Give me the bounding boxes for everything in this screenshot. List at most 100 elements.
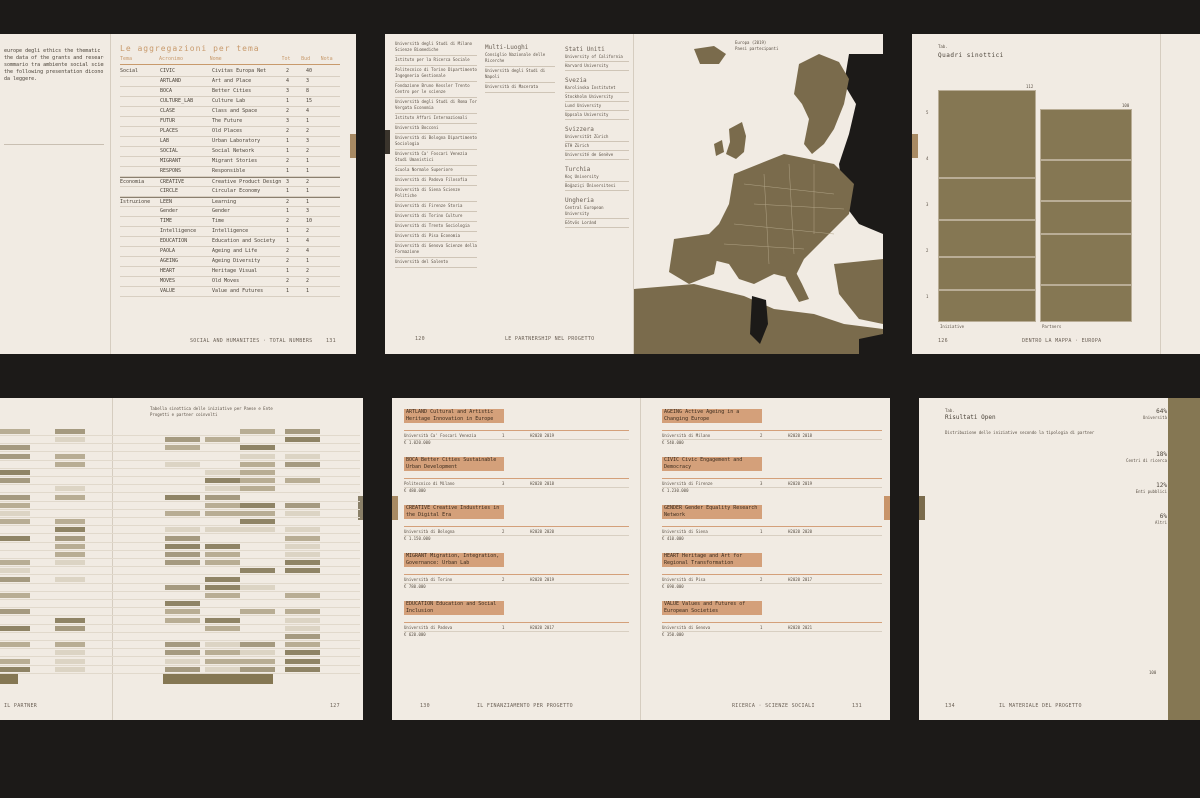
project-block: MIGRANT Migration, Integration, Governan… [404, 552, 629, 590]
budget-cell: 1 [306, 288, 310, 294]
partner-entry: Eötvös Loránd [565, 219, 629, 228]
bar-segment [938, 257, 1036, 290]
heat-table [0, 428, 360, 688]
heat-cell [205, 494, 240, 500]
name-cell: Culture Lab [212, 98, 246, 104]
stat-value: 12% [1156, 482, 1167, 489]
budget-cell: 2 [306, 278, 310, 284]
project-title: GENDER Gender Equality Research Network [662, 505, 762, 519]
header-cell: Tot [281, 56, 291, 62]
heat-cell [285, 634, 320, 639]
budget-cell: 15 [306, 98, 313, 104]
bar-segment [938, 219, 1036, 258]
row-rule [0, 599, 360, 600]
project-title: EDUCATION Education and Social Inclusion [404, 601, 504, 615]
heat-cell [285, 437, 320, 443]
spread-tabella-sinottica: Tabella sinottica delle iniziative per P… [0, 398, 363, 720]
row-rule [0, 500, 360, 502]
heat-cell [285, 625, 320, 631]
heat-cell [0, 642, 30, 648]
heat-cell [285, 453, 320, 459]
iberia [669, 234, 719, 284]
partner-entry: Università Ca' Foscari Venezia Studi Uma… [395, 150, 477, 166]
name-cell: Time [212, 218, 225, 224]
project-num: 2 [502, 577, 505, 582]
row-rule [0, 631, 360, 633]
heat-cell [0, 576, 30, 582]
heat-cell [205, 584, 240, 590]
budget-cell: 1 [306, 118, 310, 124]
count-cell: 1 [286, 138, 290, 144]
project-partner: Università di Pisa [662, 577, 706, 582]
acronym-cell: SOCIAL [160, 148, 179, 154]
heat-cell [205, 552, 240, 557]
left-entries: Università degli Studi di Milano Scienze… [395, 40, 477, 268]
acronym-cell: CREATIVE [160, 178, 185, 185]
budget-cell: 4 [306, 238, 310, 244]
heat-cell [285, 609, 320, 615]
heat-cell [205, 658, 240, 664]
project-num: 1 [760, 529, 763, 534]
heat-cell [240, 568, 275, 574]
turkey-dark [859, 334, 883, 354]
row-rule [0, 664, 360, 666]
name-cell: Circular Economy [212, 188, 261, 194]
project-ref: H2020 2020 [788, 529, 813, 534]
right-folio: 127 [330, 703, 340, 709]
count-cell: 1 [286, 168, 290, 174]
heat-cell [55, 461, 85, 467]
bar-segment [938, 90, 1036, 179]
name-cell: Class and Space [212, 108, 258, 114]
heat-cell [285, 552, 320, 557]
partner-entry: Università di Padova Filosofia [395, 176, 477, 186]
heat-cell [55, 494, 85, 500]
project-num: 3 [760, 481, 763, 486]
heat-cell [0, 519, 30, 525]
scandinavia [794, 54, 849, 154]
name-cell: Creative Product Design [212, 178, 282, 185]
row-rule [0, 484, 360, 486]
project-title: VALUE Values and Futures of European Soc… [662, 601, 762, 615]
y-tick-label: 5 [926, 110, 929, 115]
gutter [1160, 34, 1161, 354]
partner-entry: Università di Macerata [485, 83, 555, 93]
partner-entry: Universität Zürich [565, 133, 629, 142]
partner-entry: Uppsala University [565, 111, 629, 120]
heat-cell [285, 568, 320, 574]
project-num: 3 [502, 481, 505, 486]
row-rule [0, 508, 360, 510]
count-cell: 1 [286, 238, 290, 244]
heat-cell [55, 543, 85, 549]
left-folio: 126 [938, 338, 948, 344]
budget-cell: 3 [306, 138, 310, 144]
project-block: AGEING Active Ageing in a Changing Europ… [662, 408, 882, 446]
partner-entry: Università degli Studi di Napoli [485, 67, 555, 83]
acronym-cell: LAB [160, 138, 170, 144]
budget-cell: 3 [306, 208, 310, 214]
y-tick-label: 4 [926, 156, 929, 161]
table-title-1: Tabella sinottica delle iniziative per P… [150, 406, 273, 411]
row-rule [0, 607, 360, 609]
budget-cell: 8 [306, 88, 310, 94]
name-cell: Responsible [212, 168, 246, 174]
name-cell: Education and Society [212, 238, 276, 244]
partner-entry: Università di Siena Scienze Politiche [395, 186, 477, 202]
heat-cell [165, 445, 200, 451]
row-rule [0, 533, 360, 535]
partner-entry: Karolinska Institutet [565, 84, 629, 93]
heat-cell [0, 478, 30, 484]
row-rule [0, 566, 360, 568]
bar-segment [938, 289, 1036, 322]
project-title: ARTLAND Cultural and Artistic Heritage I… [404, 409, 504, 423]
heat-cell [205, 486, 240, 492]
